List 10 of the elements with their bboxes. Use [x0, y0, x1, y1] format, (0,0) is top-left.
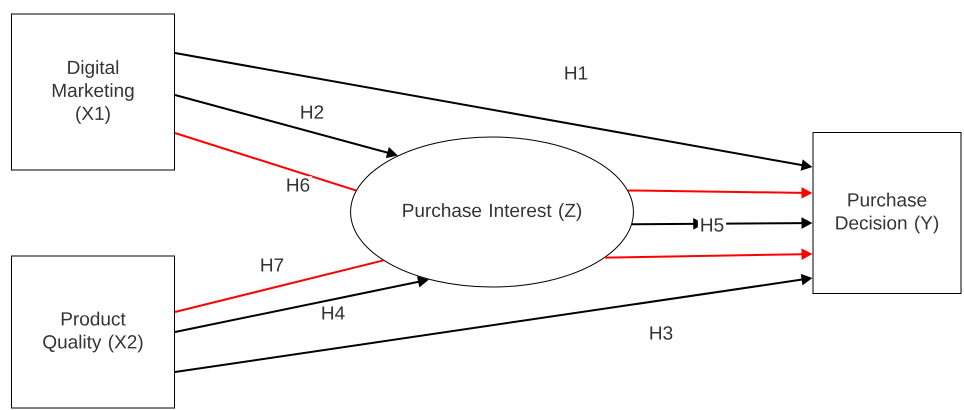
edge-label: H6 [284, 176, 312, 194]
edge-label: H4 [318, 304, 348, 322]
edge-label: H3 [646, 324, 676, 342]
edge-label: H1 [562, 64, 590, 82]
box: Digital Marketing (X1) [11, 14, 175, 170]
box: Purchase Decision (Y) [812, 132, 962, 294]
box: Product Quality (X2) [11, 256, 175, 408]
edge-label: H2 [298, 103, 326, 121]
edge-label: H7 [258, 256, 286, 274]
edge-label: H5 [698, 216, 726, 234]
